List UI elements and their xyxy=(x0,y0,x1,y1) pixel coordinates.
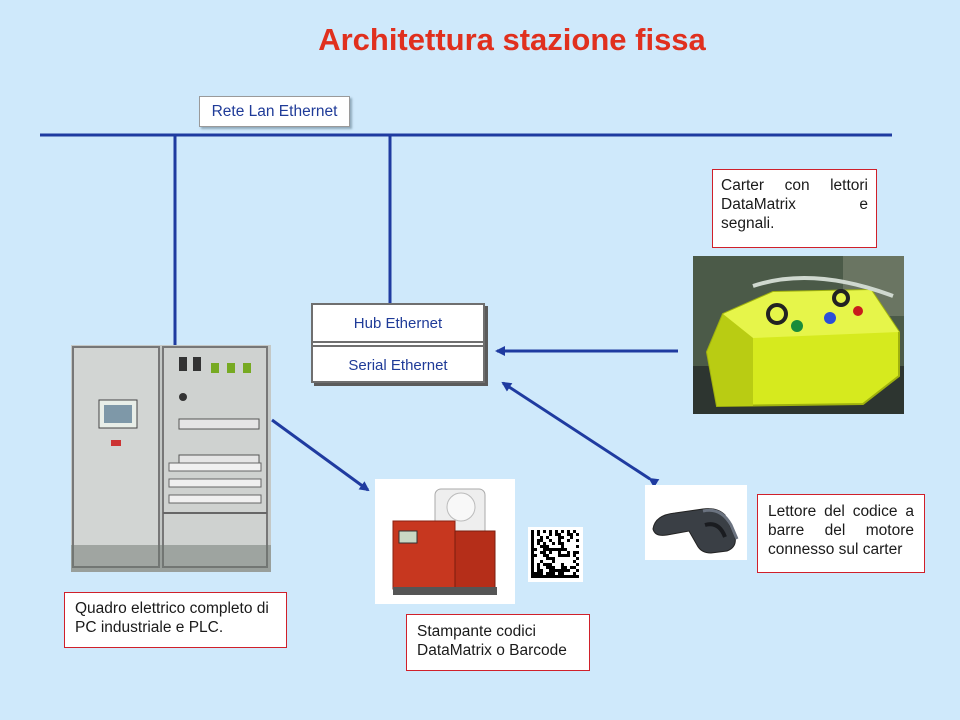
panel-description: Quadro elettrico completo di PC industri… xyxy=(64,592,287,648)
printer-description: Stampante codici DataMatrix o Barcode xyxy=(406,614,590,671)
printer-photo xyxy=(375,479,515,604)
hub-ethernet: Hub Ethernet Serial Ethernet xyxy=(311,303,485,383)
page-title: Architettura stazione fissa xyxy=(318,22,706,57)
panel-line-2: PC industriale e PLC. xyxy=(75,619,224,636)
panel-line-1: Quadro elettrico completo di xyxy=(75,600,269,617)
carter-word-3: lettori xyxy=(830,177,868,194)
carter-word-1: Carter xyxy=(721,177,765,194)
reader-line-1: Lettore del codice a xyxy=(768,503,914,520)
hub-row-1: Hub Ethernet xyxy=(313,305,483,343)
carter-word-4: DataMatrix xyxy=(721,196,796,213)
reader-description: Lettore del codice a barre del motore co… xyxy=(757,494,925,573)
carter-word-2: con xyxy=(784,177,810,194)
printer-line-1: Stampante codici xyxy=(417,623,536,640)
hub-to-reader-arrow xyxy=(501,381,660,488)
reader-line-3: connesso sul carter xyxy=(768,541,903,558)
carter-word-5: e xyxy=(859,196,868,213)
printer-line-2: DataMatrix o Barcode xyxy=(417,642,567,659)
lan-label: Rete Lan Ethernet xyxy=(199,96,350,127)
carter-word-6: segnali. xyxy=(721,215,775,232)
barcode-reader-photo xyxy=(645,485,747,560)
hub-row-2: Serial Ethernet xyxy=(313,345,483,383)
carter-description: Carter con lettori DataMatrix e segnali. xyxy=(712,169,877,248)
panel-to-printer-arrow xyxy=(271,418,370,492)
reader-line-2: barre del motore xyxy=(768,522,914,539)
electrical-panel-photo xyxy=(71,345,271,572)
carter-photo xyxy=(693,256,904,414)
datamatrix-code-image xyxy=(528,527,583,582)
